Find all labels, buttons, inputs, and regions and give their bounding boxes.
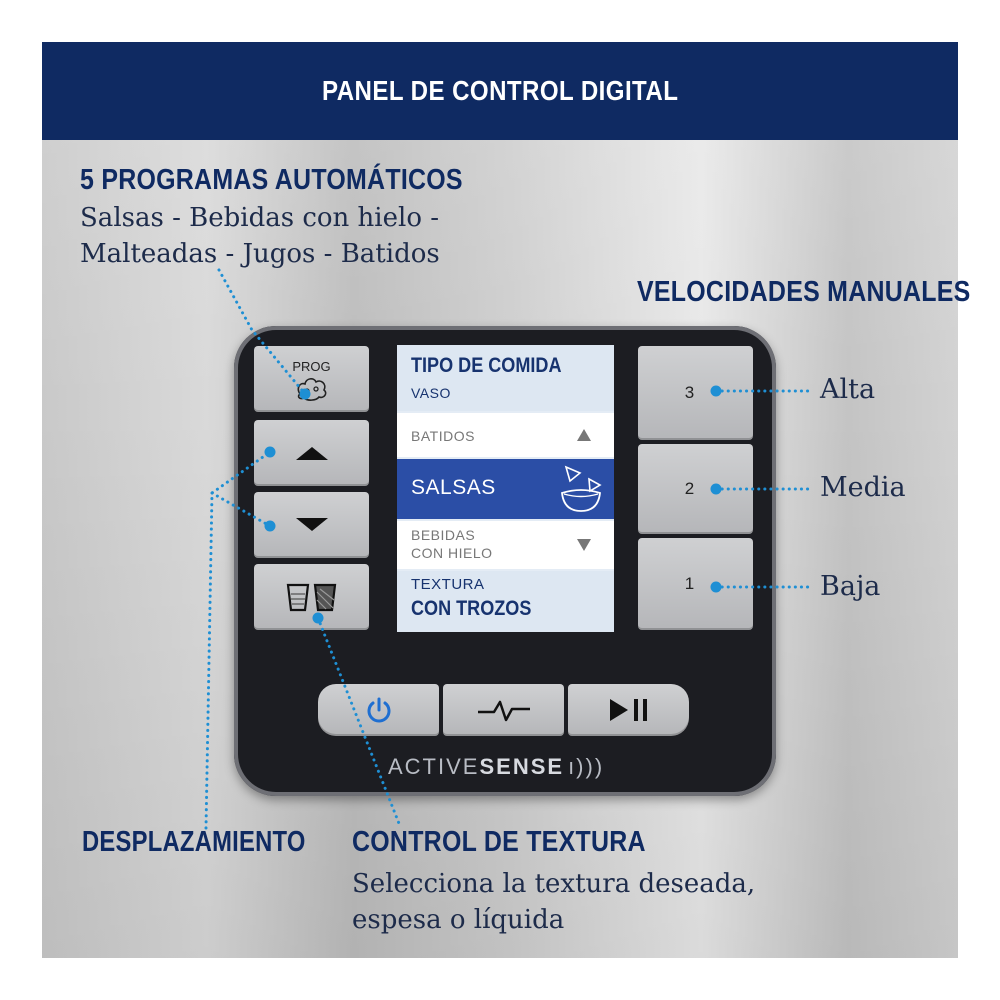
display-screen: TIPO DE COMIDA VASO BATIDOS SALSAS BEBID… bbox=[397, 345, 614, 632]
speed-3-label: 3 bbox=[684, 383, 695, 402]
texture-line-1: Selecciona la textura deseada, bbox=[352, 869, 756, 899]
texture-line-2: espesa o líquida bbox=[352, 905, 565, 935]
option-below[interactable]: BEBIDAS CON HIELO bbox=[397, 521, 614, 569]
option-selected-label: SALSAS bbox=[411, 476, 496, 499]
caret-down-icon bbox=[577, 539, 591, 551]
speed-leaders bbox=[710, 385, 814, 593]
programs-line-2: Malteadas - Jugos - Batidos bbox=[80, 239, 440, 269]
option-below-line-1: BEBIDAS bbox=[411, 527, 476, 543]
option-below-line-2: CON HIELO bbox=[411, 545, 493, 561]
power-icon bbox=[367, 697, 390, 723]
programs-leader bbox=[217, 268, 311, 400]
programs-line-1: Salsas - Bebidas con hielo - bbox=[80, 203, 440, 233]
screen-header-sub: VASO bbox=[411, 385, 451, 401]
speed-2-label: 2 bbox=[684, 479, 695, 498]
pulse-icon bbox=[477, 700, 530, 722]
screen-header-title: TIPO DE COMIDA bbox=[411, 354, 562, 377]
arrow-up-icon bbox=[295, 447, 328, 460]
screen-header: TIPO DE COMIDA VASO bbox=[397, 345, 614, 411]
option-selected[interactable]: SALSAS bbox=[397, 459, 614, 519]
texture-label: TEXTURA bbox=[411, 576, 485, 593]
option-above[interactable]: BATIDOS bbox=[397, 413, 614, 457]
programs-heading: 5 PROGRAMAS AUTOMÁTICOS bbox=[80, 164, 463, 196]
salsa-bowl-icon bbox=[561, 465, 602, 512]
scroll-heading: DESPLAZAMIENTO bbox=[82, 826, 306, 858]
pulse-button[interactable] bbox=[443, 684, 564, 736]
speed-low-label: Baja bbox=[820, 571, 881, 602]
texture-leader bbox=[312, 612, 402, 828]
play-pause-button[interactable] bbox=[568, 684, 689, 736]
power-button[interactable] bbox=[318, 684, 439, 736]
brand-bold: SENSE bbox=[479, 754, 565, 779]
texture-value: CON TROZOS bbox=[411, 597, 532, 620]
brand-light: ACTIVE bbox=[388, 754, 480, 779]
prog-label: PROG bbox=[292, 358, 331, 374]
scroll-up-button[interactable] bbox=[254, 420, 369, 486]
texture-glasses-icon bbox=[286, 583, 336, 612]
screen-footer: TEXTURA CON TROZOS bbox=[397, 571, 614, 632]
texture-button[interactable] bbox=[254, 564, 369, 630]
caret-up-icon bbox=[577, 429, 591, 441]
speed-1-label: 1 bbox=[684, 574, 695, 593]
brand-waves: ı))) bbox=[568, 754, 605, 779]
scroll-leader bbox=[204, 446, 276, 830]
title-banner: PANEL DE CONTROL DIGITAL bbox=[42, 42, 958, 140]
speed-high-label: Alta bbox=[820, 374, 876, 405]
option-above-label: BATIDOS bbox=[411, 428, 475, 444]
speed-medium-label: Media bbox=[820, 472, 906, 503]
play-pause-icon bbox=[609, 699, 647, 721]
speed-1-button[interactable]: 1 bbox=[638, 538, 753, 630]
arrow-down-icon bbox=[295, 518, 328, 531]
texture-heading: CONTROL DE TEXTURA bbox=[352, 826, 646, 858]
speed-3-button[interactable]: 3 bbox=[638, 346, 753, 440]
manual-speeds-heading: VELOCIDADES MANUALES bbox=[637, 276, 971, 308]
page-title: PANEL DE CONTROL DIGITAL bbox=[321, 75, 679, 106]
